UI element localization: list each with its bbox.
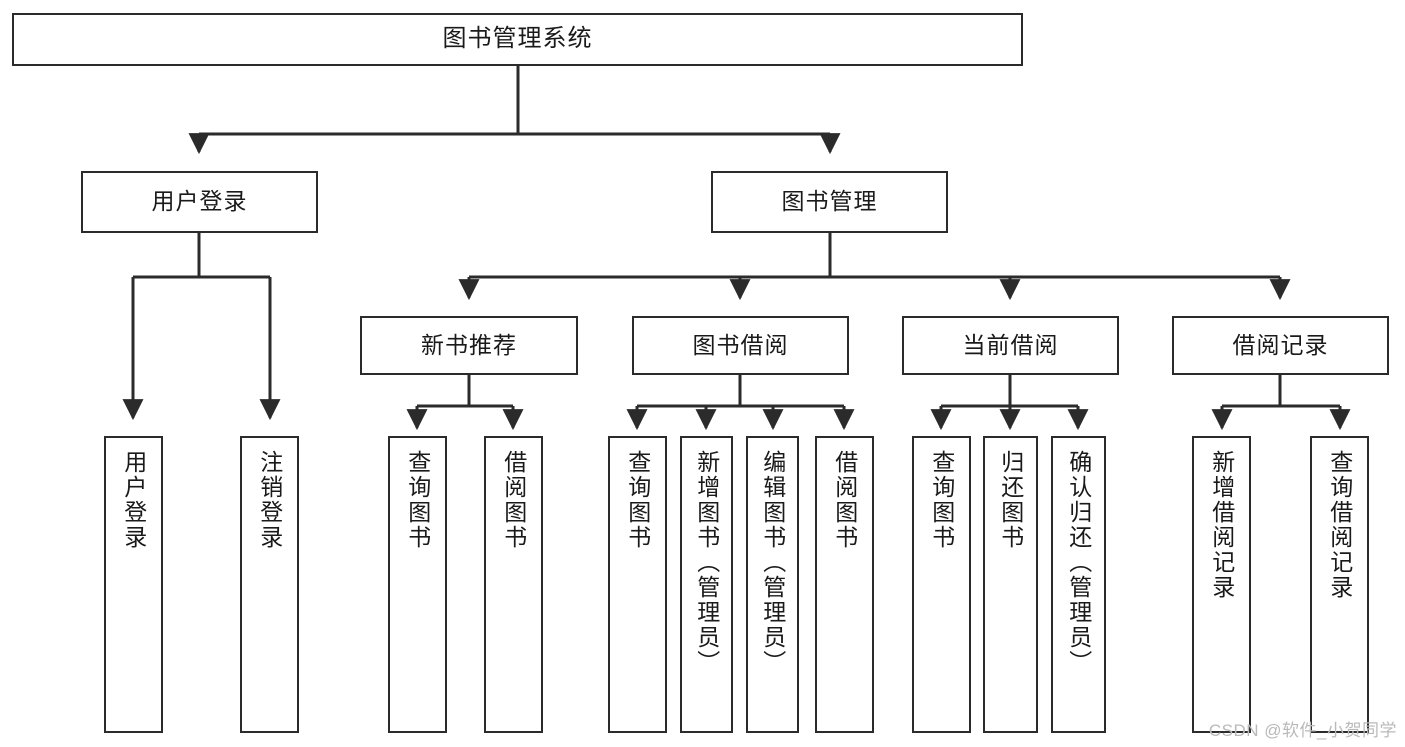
node-current-borrow-label: 当前借阅 <box>962 331 1059 358</box>
node-book-borrow-label: 图书借阅 <box>692 331 789 358</box>
node-user-login[interactable]: 用户登录 <box>81 171 318 233</box>
node-leaf-query-book-3-label: 查询图书 <box>928 450 955 550</box>
node-new-book-rec[interactable]: 新书推荐 <box>360 316 578 375</box>
node-leaf-borrow-book-1-label: 借阅图书 <box>500 450 527 550</box>
node-leaf-query-book-2[interactable]: 查询图书 <box>608 436 667 733</box>
node-leaf-query-book-2-label: 查询图书 <box>624 450 651 550</box>
node-borrow-record[interactable]: 借阅记录 <box>1172 316 1389 375</box>
node-leaf-query-record[interactable]: 查询借阅记录 <box>1310 436 1369 733</box>
node-leaf-edit-book-label: 编辑图书（管理员） <box>759 450 786 675</box>
node-leaf-logout-label: 注销登录 <box>256 450 283 550</box>
node-leaf-confirm-return-label: 确认归还（管理员） <box>1065 450 1092 675</box>
node-leaf-add-book-label: 新增图书（管理员） <box>693 450 720 675</box>
node-leaf-add-record[interactable]: 新增借阅记录 <box>1192 436 1251 733</box>
node-borrow-record-label: 借阅记录 <box>1232 331 1329 358</box>
node-leaf-borrow-book-1[interactable]: 借阅图书 <box>484 436 543 733</box>
node-current-borrow[interactable]: 当前借阅 <box>902 316 1119 375</box>
node-leaf-add-book[interactable]: 新增图书（管理员） <box>680 436 733 733</box>
csdn-watermark: CSDN @软件_小贺同学 <box>1208 721 1397 740</box>
node-leaf-query-book-3[interactable]: 查询图书 <box>912 436 971 733</box>
node-new-book-rec-label: 新书推荐 <box>421 331 517 358</box>
node-leaf-user-login[interactable]: 用户登录 <box>104 436 163 733</box>
node-book-manage[interactable]: 图书管理 <box>711 171 948 233</box>
node-leaf-return-book[interactable]: 归还图书 <box>983 436 1038 733</box>
node-leaf-borrow-book-2[interactable]: 借阅图书 <box>815 436 874 733</box>
node-leaf-edit-book[interactable]: 编辑图书（管理员） <box>746 436 799 733</box>
node-leaf-query-record-label: 查询借阅记录 <box>1326 450 1353 600</box>
node-book-manage-label: 图书管理 <box>781 188 878 215</box>
node-leaf-query-book-1[interactable]: 查询图书 <box>388 436 447 733</box>
node-leaf-query-book-1-label: 查询图书 <box>404 450 431 550</box>
node-leaf-return-book-label: 归还图书 <box>997 450 1024 550</box>
node-leaf-logout[interactable]: 注销登录 <box>240 436 299 733</box>
node-leaf-confirm-return[interactable]: 确认归还（管理员） <box>1051 436 1106 733</box>
node-leaf-user-login-label: 用户登录 <box>120 450 147 550</box>
node-leaf-add-record-label: 新增借阅记录 <box>1208 450 1235 600</box>
node-user-login-label: 用户登录 <box>151 188 248 215</box>
node-book-borrow[interactable]: 图书借阅 <box>632 316 849 375</box>
node-leaf-borrow-book-2-label: 借阅图书 <box>831 450 858 550</box>
node-root[interactable]: 图书管理系统 <box>12 13 1023 66</box>
node-root-label: 图书管理系统 <box>442 25 593 53</box>
